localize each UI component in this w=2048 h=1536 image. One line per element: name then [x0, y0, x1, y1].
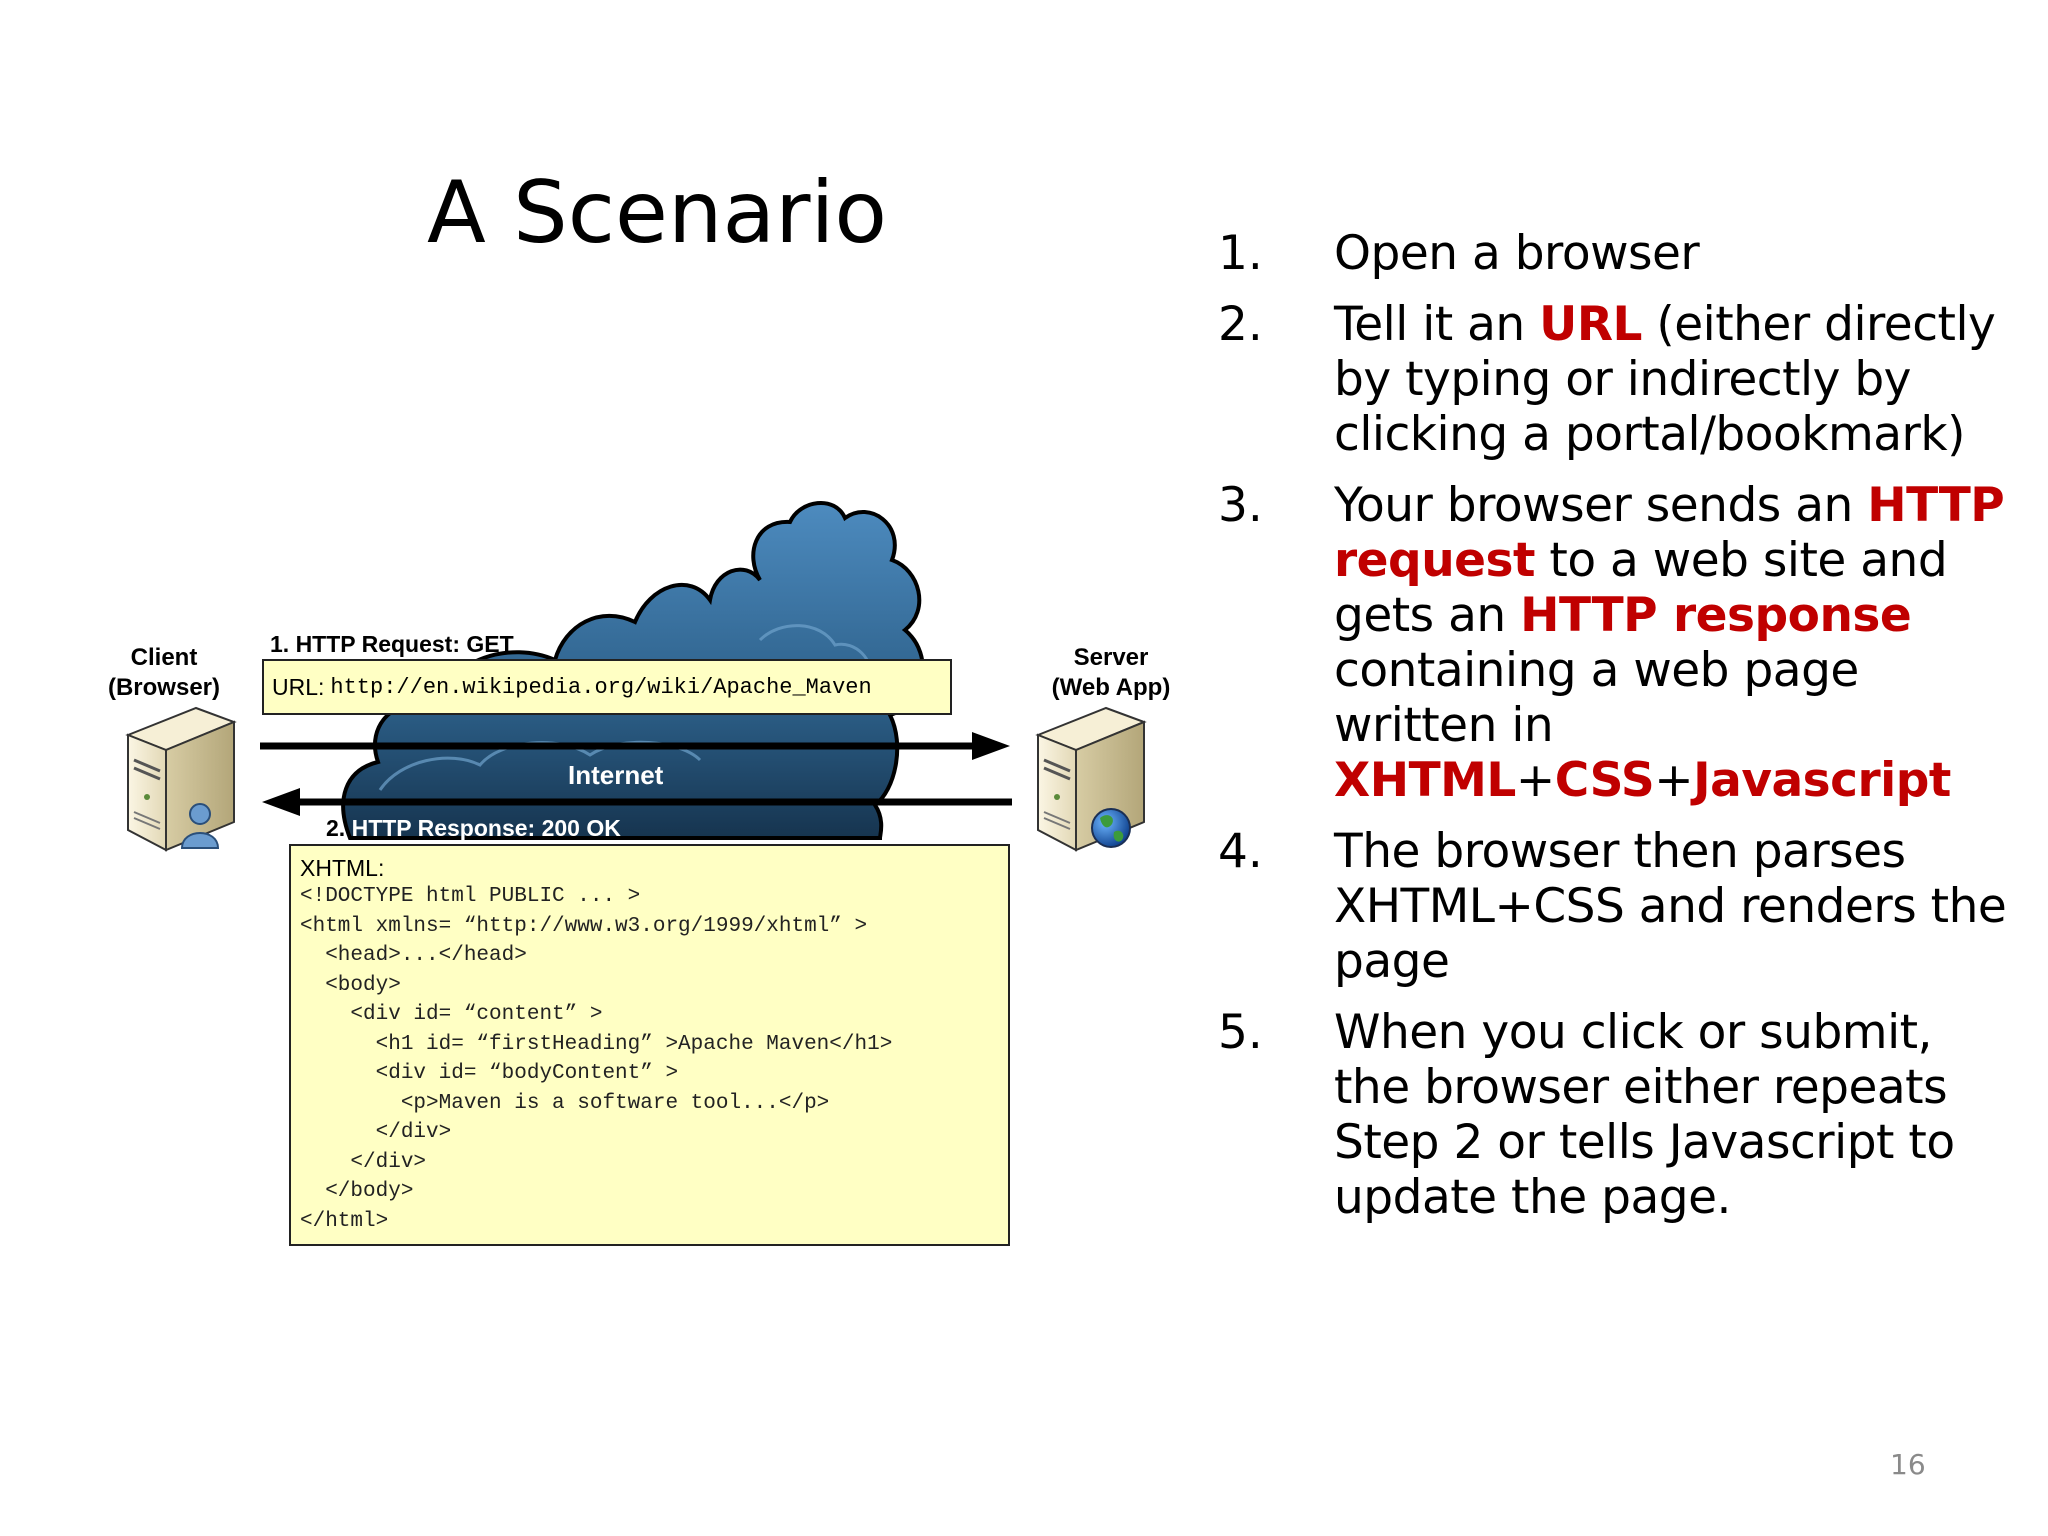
- request-arrow: [260, 732, 1010, 760]
- step-text-part: +: [1654, 753, 1694, 808]
- code-line: <p>Maven is a software tool...</p>: [300, 1091, 830, 1115]
- server-label-line1: Server: [1073, 644, 1149, 671]
- code-line: <!DOCTYPE html PUBLIC ... >: [300, 885, 641, 908]
- page-number: 16: [1890, 1448, 1926, 1481]
- user-icon: [180, 803, 220, 849]
- code-line: <div id= “content” >: [300, 1003, 603, 1026]
- code-line: <h1 id= “firstHeading” >Apache Maven</h1…: [300, 1032, 893, 1056]
- code-line: <div id= “bodyContent” >: [300, 1062, 679, 1085]
- url-prefix: URL:: [272, 673, 325, 700]
- client-computer-icon: [125, 706, 237, 852]
- globe-icon: [1091, 808, 1131, 848]
- step-text-part: containing a web page written in: [1334, 643, 1859, 753]
- step-item: 2. Tell it an URL (either directly by ty…: [1218, 297, 2018, 462]
- steps-list: 1. Open a browser 2. Tell it an URL (eit…: [1218, 226, 2018, 1241]
- server-label: Server (Web App): [1046, 643, 1176, 703]
- url-box: URL: http://en.wikipedia.org/wiki/Apache…: [262, 659, 952, 715]
- url-text: http://en.wikipedia.org/wiki/Apache_Mave…: [330, 674, 872, 700]
- highlight-xhtml: XHTML: [1334, 753, 1516, 808]
- step-text-part: to a web site and gets an: [1334, 533, 1948, 643]
- slide-title: A Scenario: [427, 163, 888, 263]
- server-computer-icon: [1035, 706, 1147, 852]
- code-line: <html xmlns= “http://www.w3.org/1999/xht…: [300, 914, 868, 938]
- client-label: Client (Browser): [100, 643, 228, 703]
- code-line: <body>: [300, 973, 401, 997]
- http-response-label: 2. HTTP Response: 200 OK: [326, 815, 621, 842]
- code-line: <head>...</head>: [300, 944, 527, 967]
- highlight-url: URL: [1539, 297, 1642, 352]
- server-label-line2: (Web App): [1051, 674, 1171, 701]
- http-request-label: 1. HTTP Request: GET: [270, 631, 514, 657]
- step-number: 5.: [1218, 1005, 1263, 1060]
- client-label-line2: (Browser): [107, 674, 221, 701]
- step-number: 4.: [1218, 824, 1263, 879]
- step-number: 3.: [1218, 478, 1263, 533]
- step-text-part: The browser then parses XHTML+CSS and re…: [1334, 824, 2007, 989]
- highlight-javascript: Javascript: [1693, 753, 1951, 808]
- internet-label: Internet: [568, 760, 664, 790]
- step-item: 3. Your browser sends an HTTP request to…: [1218, 478, 2018, 808]
- step-number: 1.: [1218, 226, 1263, 281]
- step-item: 4. The browser then parses XHTML+CSS and…: [1218, 824, 2018, 989]
- code-line: </html>: [300, 1209, 389, 1233]
- code-line: </div>: [300, 1121, 452, 1144]
- step-text-part: When you click or submit, the browser ei…: [1334, 1005, 1955, 1225]
- step-text: The browser then parses XHTML+CSS and re…: [1334, 824, 2018, 989]
- step-text-part: +: [1515, 753, 1555, 808]
- http-response-number: 2.: [326, 815, 346, 841]
- step-item: 1. Open a browser: [1218, 226, 2018, 281]
- response-arrow: [262, 788, 1012, 816]
- http-response-text: HTTP Response: 200 OK: [345, 815, 621, 841]
- step-text: When you click or submit, the browser ei…: [1334, 1005, 2018, 1225]
- xhtml-label: XHTML:: [300, 855, 385, 881]
- step-number: 2.: [1218, 297, 1263, 352]
- client-label-line1: Client: [130, 644, 198, 671]
- step-text-part: Your browser sends an: [1334, 478, 1868, 533]
- xhtml-code-box: XHTML: <!DOCTYPE html PUBLIC ... > <html…: [289, 844, 1010, 1246]
- code-line: </body>: [300, 1180, 414, 1203]
- step-text-part: Open a browser: [1334, 226, 1700, 281]
- step-item: 5. When you click or submit, the browser…: [1218, 1005, 2018, 1225]
- step-text: Tell it an URL (either directly by typin…: [1334, 297, 2018, 462]
- highlight-http-request: HTTP request: [1334, 478, 2005, 588]
- step-text-part: Tell it an: [1334, 297, 1540, 352]
- code-line: </div>: [300, 1150, 427, 1174]
- step-text-part: (either directly by typing or indirectly…: [1334, 297, 1996, 462]
- highlight-http-response: HTTP response: [1520, 588, 1912, 643]
- highlight-css: CSS: [1554, 753, 1655, 808]
- step-text: Your browser sends an HTTP request to a …: [1334, 478, 2018, 808]
- step-text: Open a browser: [1334, 226, 1700, 281]
